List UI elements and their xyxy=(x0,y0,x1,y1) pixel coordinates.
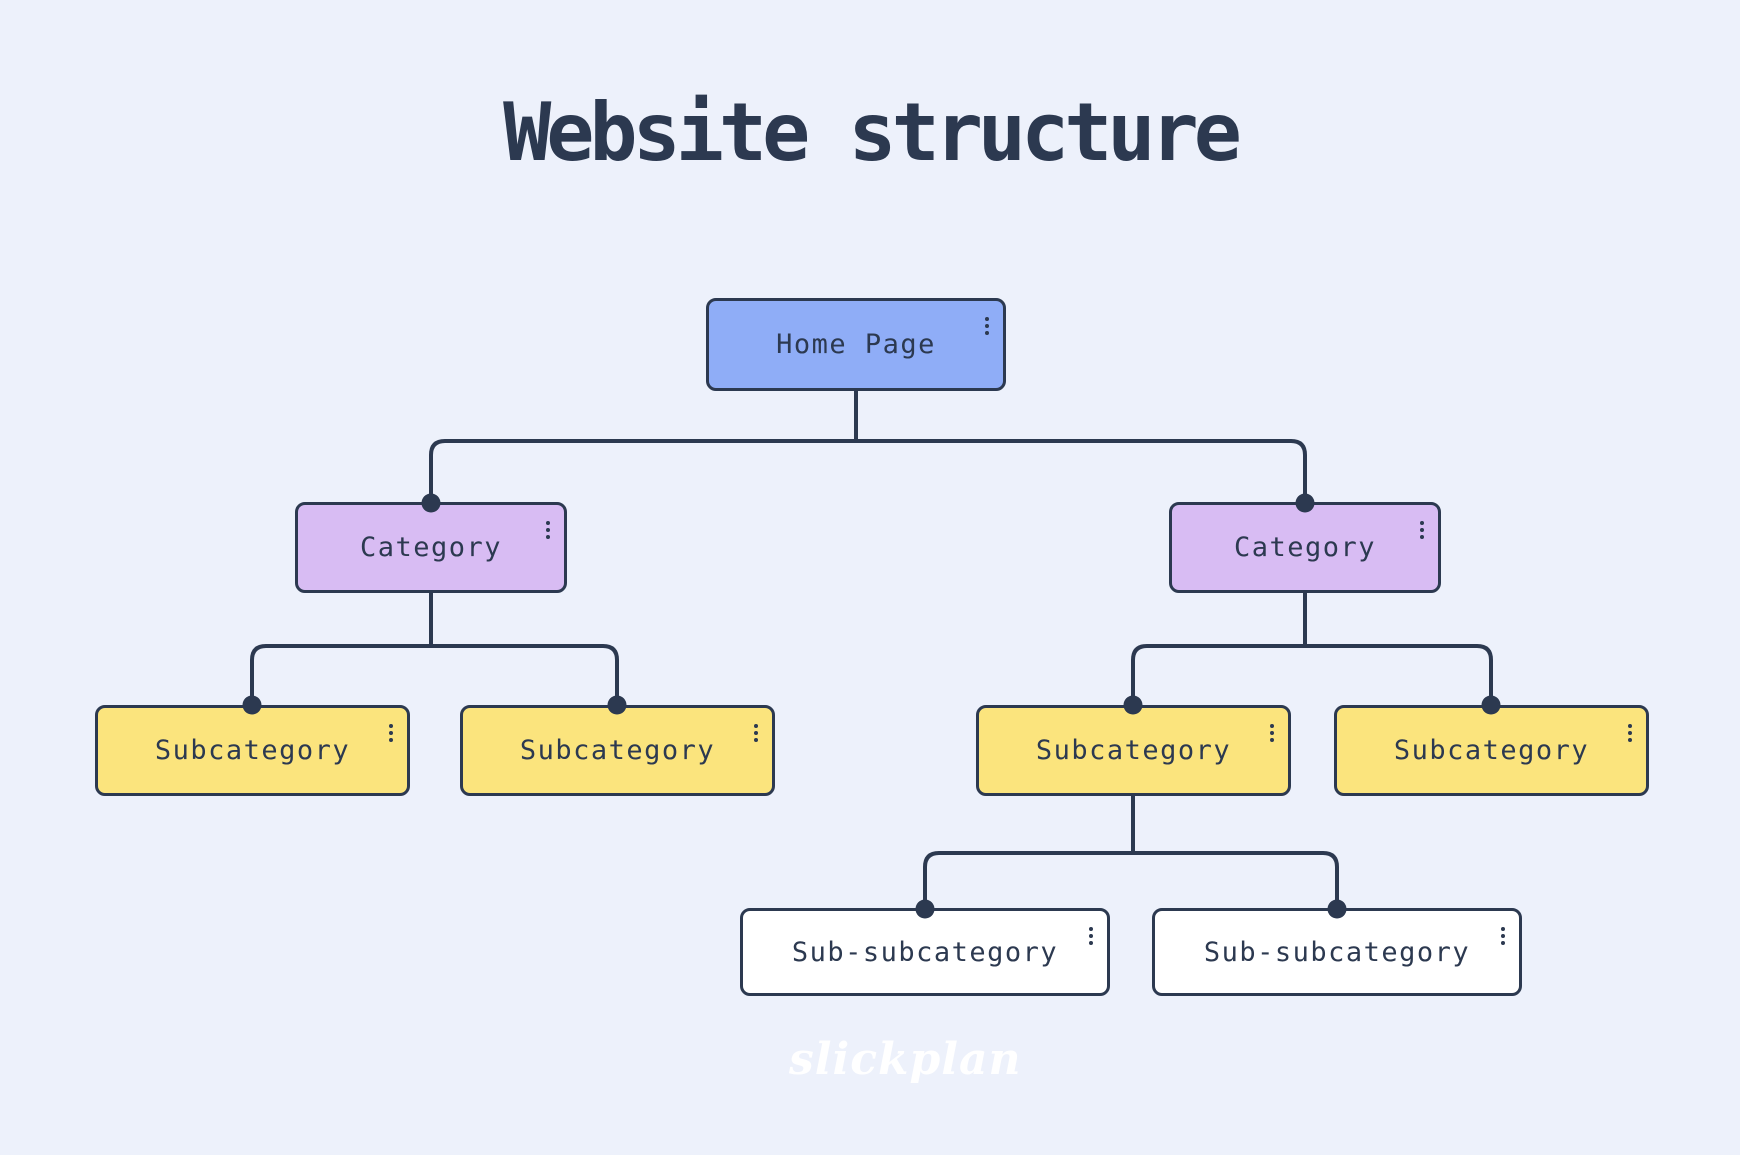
kebab-menu-icon[interactable] xyxy=(1418,519,1426,541)
node-home-page[interactable]: Home Page xyxy=(706,298,1006,391)
node-label: Subcategory xyxy=(154,735,351,766)
node-label: Sub-subcategory xyxy=(1203,936,1471,968)
node-sub-subcategory-1[interactable]: Sub-subcategory xyxy=(740,908,1110,996)
node-subcategory-3[interactable]: Subcategory xyxy=(976,705,1291,796)
node-label: Subcategory xyxy=(1035,735,1232,766)
edge-category-right-to-subcategories xyxy=(1123,593,1501,715)
node-label: Home Page xyxy=(776,329,936,360)
kebab-menu-icon[interactable] xyxy=(752,722,760,744)
node-label: Sub-subcategory xyxy=(791,936,1059,968)
node-label: Subcategory xyxy=(1393,735,1590,766)
node-subcategory-4[interactable]: Subcategory xyxy=(1334,705,1649,796)
node-sub-subcategory-2[interactable]: Sub-subcategory xyxy=(1152,908,1522,996)
kebab-menu-icon[interactable] xyxy=(1268,722,1276,744)
node-subcategory-2[interactable]: Subcategory xyxy=(460,705,775,796)
kebab-menu-icon[interactable] xyxy=(1087,925,1095,947)
node-category-right[interactable]: Category xyxy=(1169,502,1441,593)
kebab-menu-icon[interactable] xyxy=(544,519,552,541)
node-label: Category xyxy=(1233,532,1377,563)
kebab-menu-icon[interactable] xyxy=(387,722,395,744)
edge-category-left-to-subcategories xyxy=(242,593,627,715)
kebab-menu-icon[interactable] xyxy=(1499,925,1507,947)
edge-subcategory-to-sub-subcategories xyxy=(915,796,1347,919)
node-label: Subcategory xyxy=(519,735,716,766)
node-subcategory-1[interactable]: Subcategory xyxy=(95,705,410,796)
node-category-left[interactable]: Category xyxy=(295,502,567,593)
kebab-menu-icon[interactable] xyxy=(983,315,991,337)
edge-home-to-categories xyxy=(421,391,1315,513)
page-title: Website structure xyxy=(503,86,1242,179)
node-label: Category xyxy=(359,532,503,563)
slickplan-logo: slickplan xyxy=(789,1034,1022,1085)
kebab-menu-icon[interactable] xyxy=(1626,722,1634,744)
